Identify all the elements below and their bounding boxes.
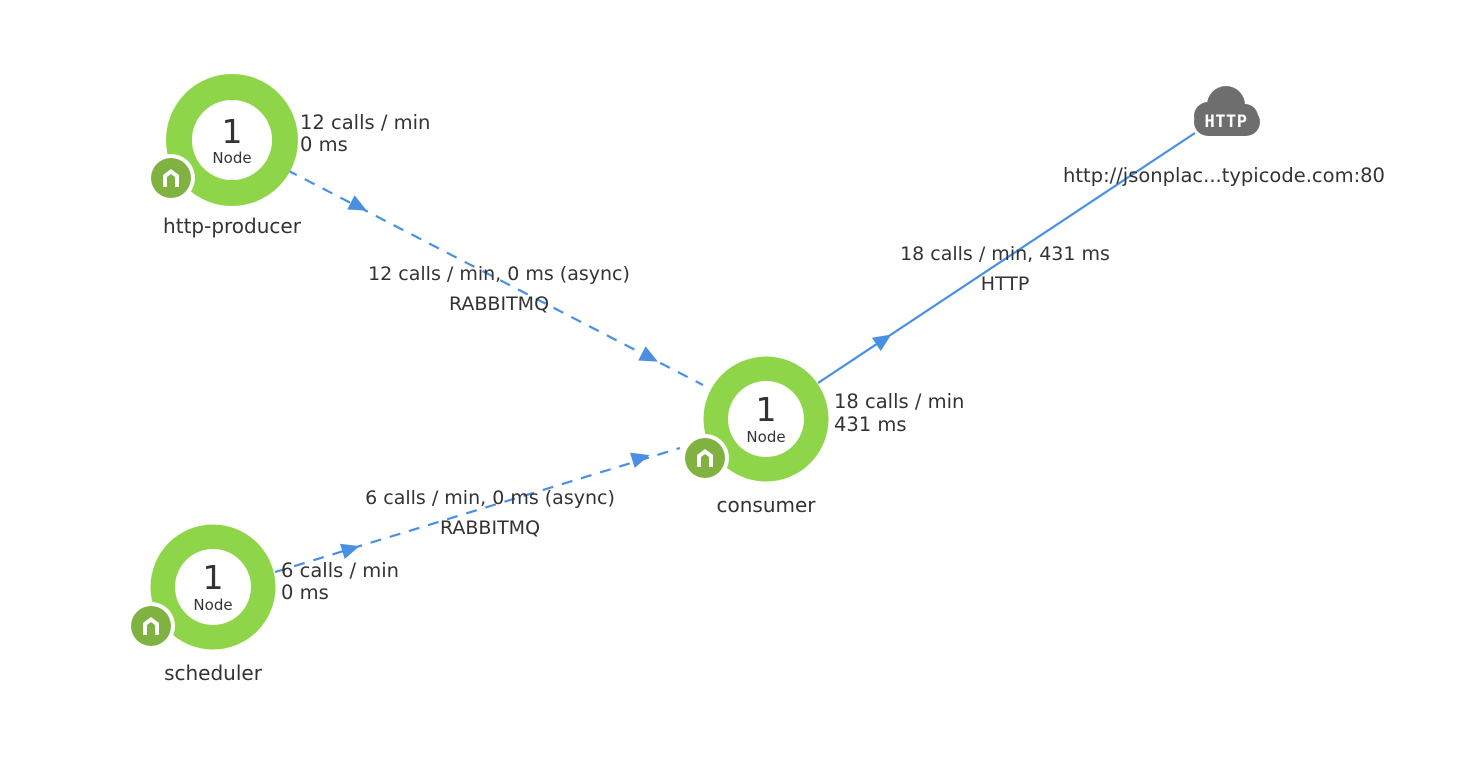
- edge-labels: 12 calls / min, 0 ms (async) RABBITMQ 6 …: [365, 243, 1110, 539]
- instance-count: 1: [222, 112, 243, 151]
- service-latency: 0 ms: [300, 133, 348, 156]
- service-node-http-producer[interactable]: 1 Node http-producer 12 calls / min 0 ms: [147, 74, 430, 238]
- nodejs-icon: [147, 154, 195, 202]
- health-ring: [166, 74, 298, 206]
- arrow-producer-consumer-1: [347, 195, 367, 211]
- edges: [274, 132, 1196, 574]
- service-name: http-producer: [163, 214, 302, 238]
- service-node-scheduler[interactable]: 1 Node scheduler 6 calls / min 0 ms: [127, 524, 399, 685]
- service-name: consumer: [716, 493, 816, 517]
- service-name: scheduler: [164, 661, 263, 685]
- service-node-consumer[interactable]: 1 Node consumer 18 calls / min 431 ms: [681, 356, 964, 517]
- service-type: Node: [193, 596, 232, 614]
- service-calls: 12 calls / min: [300, 111, 430, 134]
- service-type: Node: [746, 428, 785, 446]
- external-http-node[interactable]: HTTP http://jsonplac...typicode.com:80: [1063, 86, 1385, 187]
- edge-producer-protocol: RABBITMQ: [449, 293, 549, 315]
- edge-http-protocol: HTTP: [981, 273, 1030, 295]
- arrow-scheduler-consumer-1: [340, 543, 360, 559]
- edge-scheduler-consumer[interactable]: [274, 446, 681, 574]
- arrow-consumer-http: [871, 334, 892, 352]
- arrow-producer-consumer-2: [638, 346, 658, 362]
- instance-count: 1: [756, 390, 777, 429]
- edge-scheduler-protocol: RABBITMQ: [440, 517, 540, 539]
- service-latency: 431 ms: [834, 413, 907, 436]
- edge-scheduler-metrics: 6 calls / min, 0 ms (async): [365, 487, 615, 509]
- service-latency: 0 ms: [281, 581, 329, 604]
- nodejs-icon: [127, 602, 175, 650]
- cloud-icon: [1194, 86, 1260, 136]
- service-calls: 18 calls / min: [834, 390, 964, 413]
- health-ring: [703, 356, 829, 482]
- instance-count: 1: [203, 558, 224, 597]
- edge-producer-consumer[interactable]: [286, 169, 704, 386]
- service-calls: 6 calls / min: [281, 559, 399, 582]
- http-badge: HTTP: [1205, 112, 1248, 132]
- arrow-scheduler-consumer-2: [630, 452, 650, 468]
- external-endpoint-label: http://jsonplac...typicode.com:80: [1063, 164, 1385, 187]
- health-ring: [150, 524, 276, 650]
- edge-http-metrics: 18 calls / min, 431 ms: [900, 243, 1110, 265]
- nodejs-icon: [681, 434, 729, 482]
- edge-producer-metrics: 12 calls / min, 0 ms (async): [368, 263, 630, 285]
- service-type: Node: [212, 149, 251, 167]
